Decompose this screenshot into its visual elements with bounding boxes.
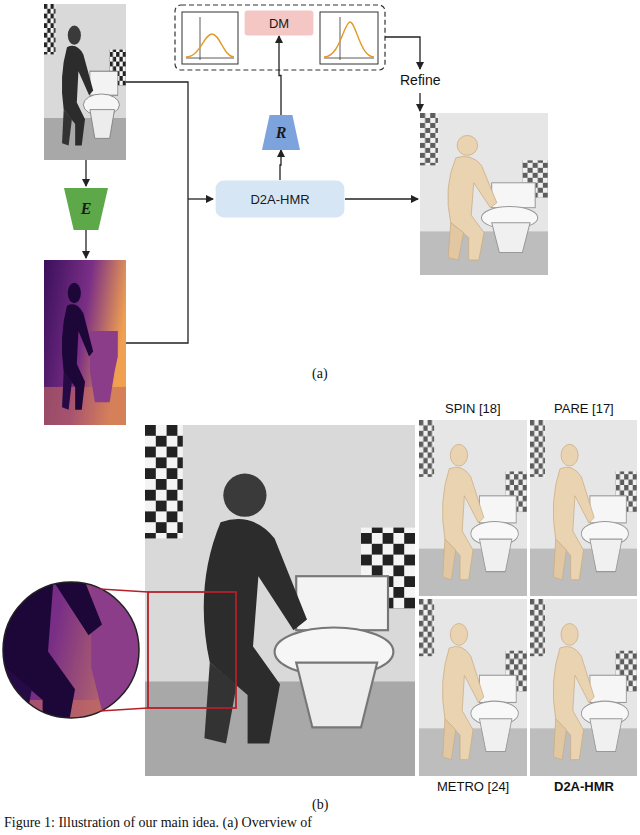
panel-label: (a) <box>312 366 328 382</box>
node-fill <box>216 181 345 218</box>
method-label: PARE [17] <box>554 401 614 416</box>
node-text: E <box>81 200 92 218</box>
loss-box: DM <box>244 10 314 36</box>
figure-caption: Figure 1: Illustration of our main idea.… <box>4 815 312 831</box>
step-label: Refine <box>400 72 440 88</box>
method-label: METRO [24] <box>437 779 509 794</box>
node-fill <box>64 188 108 230</box>
node-text: D2A-HMR <box>250 192 309 207</box>
flow-arrow <box>280 150 281 180</box>
method-label: D2A-HMR <box>554 779 614 794</box>
regressor-trapezoid: R <box>262 115 300 150</box>
node-text: DM <box>269 16 289 31</box>
node-text: R <box>276 124 287 142</box>
node-fill <box>262 115 300 150</box>
node-fill <box>245 11 314 36</box>
encoder-trapezoid: E <box>64 188 108 230</box>
panel-label: (b) <box>312 797 328 813</box>
model-box: D2A-HMR <box>215 180 345 218</box>
flow-arrow <box>279 36 281 115</box>
method-label: SPIN [18] <box>445 401 501 416</box>
